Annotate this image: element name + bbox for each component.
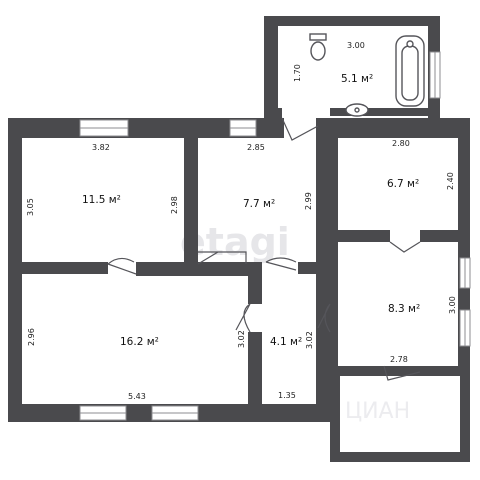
dim-room-top-right-height: 2.40 [446, 172, 455, 190]
fixtures [309, 33, 425, 117]
wall-bath-bottom-left [264, 108, 282, 118]
wall-bath-top [264, 16, 440, 26]
wall-balcony-bottom [330, 452, 470, 462]
dim-room-right-middle-height: 3.00 [448, 296, 457, 314]
area-room-right-middle: 8.3 м² [388, 303, 420, 315]
dim-room-top-right-width: 2.80 [392, 139, 410, 148]
door-room-right-middle [317, 303, 331, 333]
wall-int-h-4 [330, 230, 390, 242]
wall-int-vertical-1 [184, 130, 198, 266]
windows [79, 51, 471, 421]
area-room-top-right: 6.7 м² [387, 178, 419, 190]
dim-room-top-middle-height: 2.99 [304, 192, 313, 210]
door-room-top-right [389, 241, 421, 253]
wall-right-bottom [330, 366, 470, 376]
wall-hall-right-bottom [316, 332, 332, 412]
dim-room-top-left-width: 3.82 [92, 143, 110, 152]
wall-right [458, 118, 470, 370]
area-room-top-middle: 7.7 м² [243, 198, 275, 210]
dim-bathroom-height: 1.70 [293, 64, 302, 82]
area-hall: 4.1 м² [270, 336, 302, 348]
area-bathroom: 5.1 м² [341, 73, 373, 85]
wall-balcony-left [330, 366, 340, 462]
toilet-bowl [310, 41, 326, 61]
watermark-primary: etagi [180, 220, 290, 264]
doors [107, 117, 421, 381]
dim-room-top-left-height-2: 2.98 [170, 196, 179, 214]
wall-left [8, 118, 22, 422]
dim-room-bottom-left-height: 2.96 [27, 328, 36, 346]
wall-int-h-2 [136, 262, 262, 276]
wall-int-h-5 [420, 230, 468, 242]
area-room-bottom-left: 16.2 м² [120, 336, 159, 348]
dim-hall-width: 1.35 [278, 391, 296, 400]
door-bathroom [281, 117, 319, 141]
door-room-top-middle [197, 251, 247, 265]
watermark-secondary: ЦИАН [345, 399, 410, 424]
wall-bath-left [264, 16, 278, 116]
wall-int-h-1 [20, 262, 108, 274]
dim-bathroom-width: 3.00 [347, 41, 365, 50]
wall-hall-left-bottom [248, 332, 262, 412]
toilet-tank [309, 33, 327, 41]
door-room-top-left [107, 257, 137, 275]
wall-bath-bottom-right [330, 108, 440, 116]
dim-room-top-middle-width: 2.85 [247, 143, 265, 152]
door-room-bottom-left [235, 303, 251, 333]
wall-int-h-3 [298, 262, 318, 274]
wall-hall-right-top [316, 270, 332, 304]
dim-room-bottom-left-width: 5.43 [128, 392, 146, 401]
bathtub-drain-icon [406, 40, 414, 48]
dim-room-top-left-height: 3.05 [26, 198, 35, 216]
door-hall-top [265, 257, 297, 271]
bathtub-inner [401, 45, 419, 101]
area-room-top-left: 11.5 м² [82, 194, 121, 206]
dim-room-right-middle-width: 2.78 [390, 355, 408, 364]
wall-top-right [316, 118, 468, 138]
door-balcony [383, 365, 421, 381]
wall-top-left [8, 118, 284, 138]
dim-hall-height: 3.02 [305, 331, 314, 349]
wall-hall-left-top [248, 266, 262, 304]
dim-room-bottom-left-height-2: 3.02 [237, 330, 246, 348]
wall-balcony-right [460, 366, 470, 462]
